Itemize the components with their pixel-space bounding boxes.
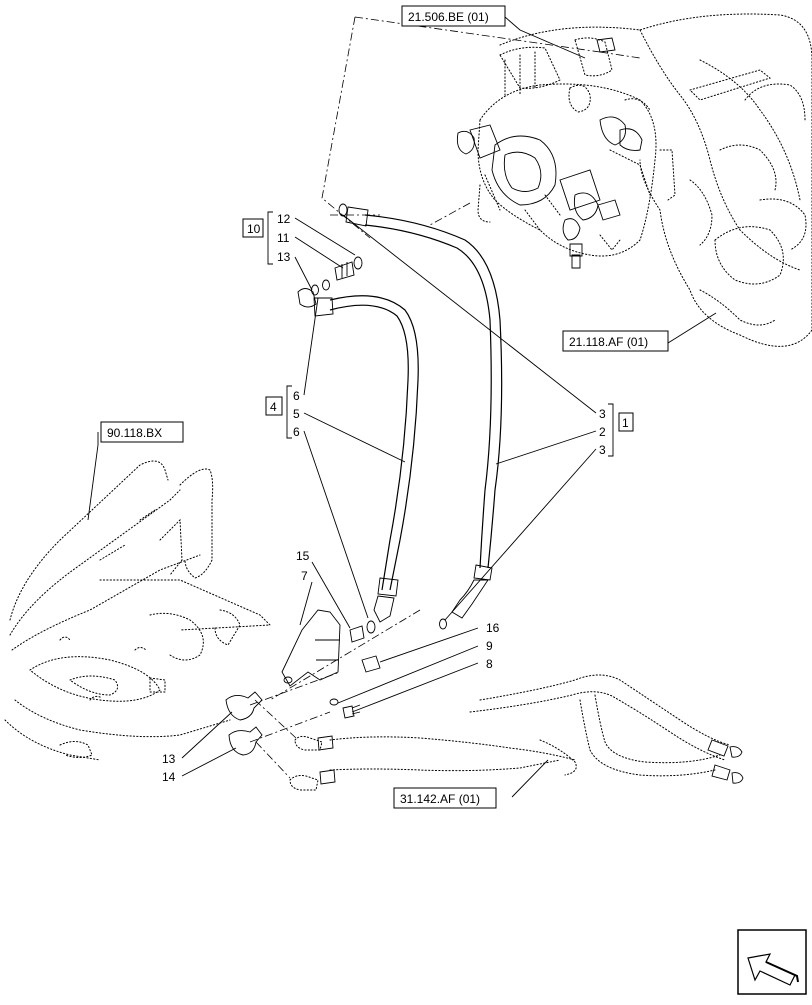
group-4-label: 4: [270, 400, 277, 414]
callout-6-bottom: 6: [293, 425, 300, 439]
reference-90118-box[interactable]: 90.118.BX: [100, 421, 184, 443]
callout-8: 8: [486, 657, 493, 671]
lower-pipe-assembly: [289, 674, 744, 791]
reference-31142-box[interactable]: 31.142.AF (01): [393, 787, 497, 809]
callout-16: 16: [486, 621, 500, 635]
callout-13-top: 13: [277, 250, 291, 264]
callout-numbers: 12 11 13 6 5 6 3 2 3 15 7 16 9 8 13 14: [162, 212, 606, 784]
group-4: 4: [265, 385, 292, 439]
callout-3-bottom: 3: [599, 443, 606, 457]
callout-11: 11: [277, 231, 290, 245]
reference-31142-label: 31.142.AF (01): [400, 792, 480, 806]
callout-12: 12: [277, 212, 291, 226]
navigation-arrow-icon[interactable]: [737, 929, 807, 995]
callout-7: 7: [301, 569, 308, 583]
reference-21506-label: 21.506.BE (01): [408, 10, 489, 24]
callout-13-bottom: 13: [162, 752, 176, 766]
callout-3-top: 3: [599, 407, 606, 421]
callout-15: 15: [296, 549, 310, 563]
group-10-label: 10: [247, 222, 261, 236]
reference-21118-box[interactable]: 21.118.AF (01): [562, 330, 669, 352]
group-1-label: 1: [622, 416, 629, 430]
reference-21506-box[interactable]: 21.506.BE (01): [401, 5, 506, 27]
callout-9: 9: [486, 639, 493, 653]
hose-set: [225, 203, 503, 779]
callout-14: 14: [162, 770, 176, 784]
callout-2: 2: [599, 425, 606, 439]
callout-6-top: 6: [293, 389, 300, 403]
reference-90118-label: 90.118.BX: [107, 426, 162, 440]
callout-5: 5: [293, 407, 300, 421]
frame-structure: [4, 460, 272, 761]
group-1: 1: [608, 403, 634, 457]
transmission-assembly: [321, 13, 812, 347]
group-10: 10: [242, 211, 273, 265]
reference-21118-label: 21.118.AF (01): [569, 335, 648, 349]
leader-lines: [87, 16, 717, 798]
